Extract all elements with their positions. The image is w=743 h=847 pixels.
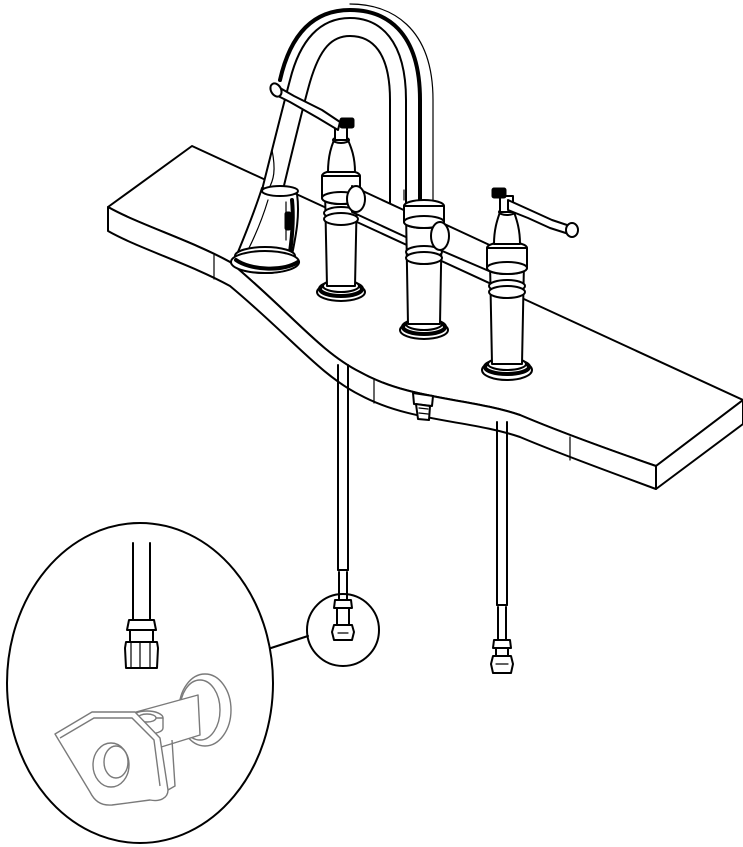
callout-target-circle [306, 593, 380, 667]
center-mounting-shank [412, 392, 434, 421]
detail-supply-line [124, 542, 159, 669]
spout-base [346, 185, 497, 340]
right-handle-valve [481, 187, 579, 381]
callout-detail-circle [6, 522, 274, 844]
cold-supply-line [490, 421, 514, 674]
hot-supply-line [331, 364, 355, 641]
callout-leader-line [270, 635, 309, 649]
countertop-end-face [655, 399, 743, 490]
pull-down-spray-head [230, 185, 300, 274]
left-handle-valve [269, 82, 366, 302]
angle-stop-valve [54, 673, 232, 806]
detail-callout [6, 522, 380, 844]
gooseneck-spout [261, 3, 434, 212]
